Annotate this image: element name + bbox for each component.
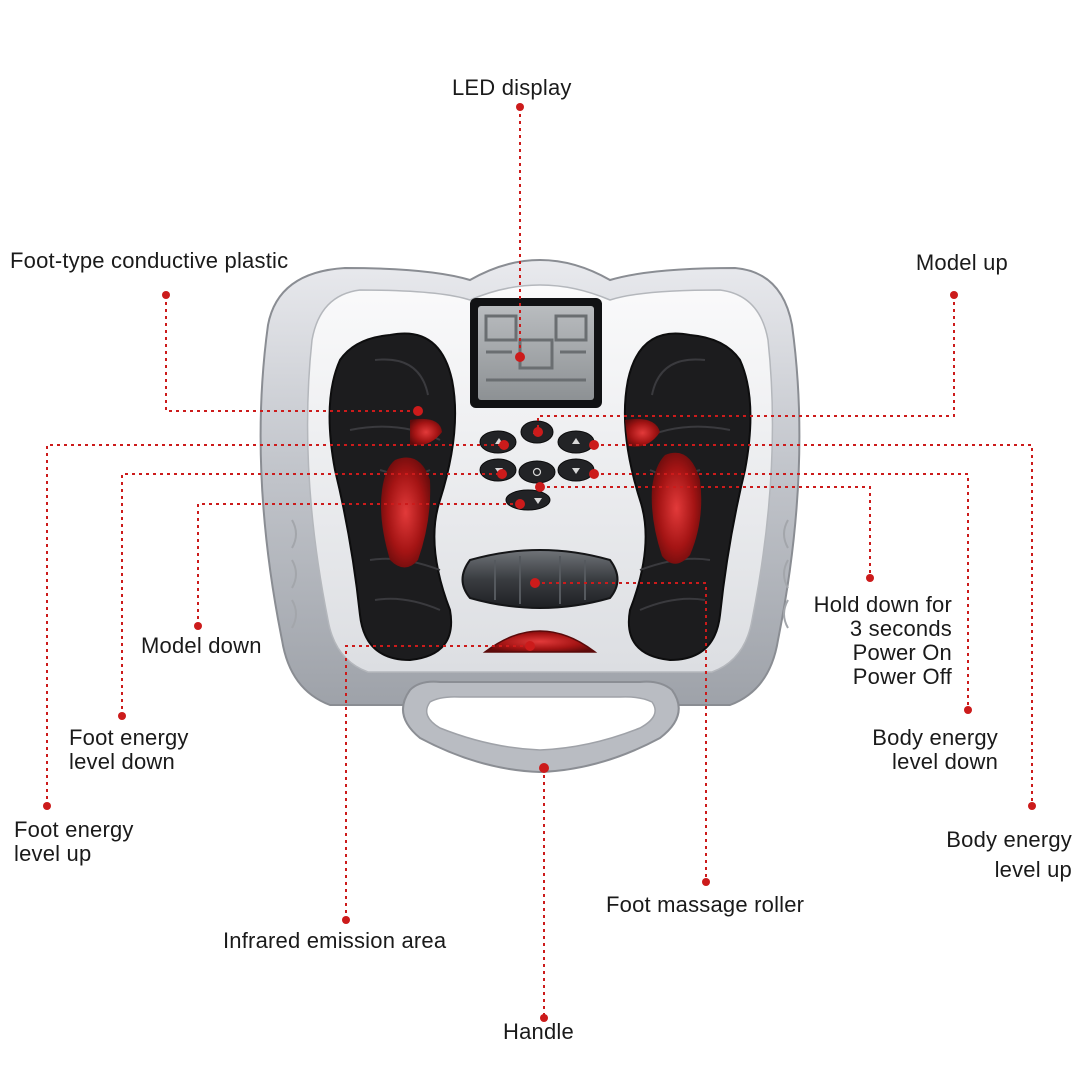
- callout-dot: [162, 291, 170, 299]
- power-icon: [532, 467, 542, 477]
- model-down-button[interactable]: [505, 489, 551, 511]
- callout-dot: [533, 427, 543, 437]
- callout-dot: [525, 641, 535, 651]
- hold-power-leader: [540, 486, 871, 578]
- label-foot-energy-up: Foot energy level up: [14, 817, 134, 866]
- callout-dot: [866, 574, 874, 582]
- label-infrared-area: Infrared emission area: [223, 928, 447, 953]
- label-model-down: Model down: [141, 633, 262, 658]
- foot-energy-up-leader: [46, 444, 504, 806]
- callout-dot: [499, 440, 509, 450]
- right-foot-pad: [623, 332, 752, 662]
- infrared-emission-area: [482, 630, 598, 653]
- callout-dot: [702, 878, 710, 886]
- model-down-leader: [197, 503, 520, 626]
- left-foot-pad: [328, 332, 457, 662]
- label-foot-energy-down: Foot energy level down: [69, 725, 189, 774]
- callout-dot: [515, 499, 525, 509]
- triangle-down-icon: [572, 468, 580, 474]
- foot-massage-roller: [461, 549, 619, 609]
- callout-dot: [515, 352, 525, 362]
- left-reflex-zone: [381, 457, 431, 568]
- callout-dot: [964, 706, 972, 714]
- device-handle: [401, 680, 680, 774]
- label-model-up: Model up: [915, 250, 1008, 275]
- callout-dot: [950, 291, 958, 299]
- callout-dot: [535, 482, 545, 492]
- label-foot-type-plastic: Foot-type conductive plastic: [10, 248, 289, 273]
- side-grip-right: [783, 519, 789, 629]
- label-body-energy-down: Body energy level down: [872, 725, 998, 774]
- model-up-leader: [537, 295, 955, 432]
- side-grip-left: [291, 519, 297, 629]
- callout-dot: [530, 578, 540, 588]
- callout-dot: [589, 440, 599, 450]
- callout-dot: [516, 103, 524, 111]
- triangle-up-icon: [572, 438, 580, 444]
- callout-lines: [46, 107, 1033, 1018]
- callout-dot: [413, 406, 423, 416]
- right-reflex-zone: [651, 452, 702, 564]
- body-energy-down-leader: [594, 473, 969, 710]
- callout-dot: [539, 763, 549, 773]
- led-display: [470, 298, 602, 408]
- label-handle: Handle: [503, 1019, 574, 1044]
- label-hold-power: Hold down for 3 seconds Power On Power O…: [813, 592, 952, 689]
- callout-dot: [589, 469, 599, 479]
- callout-dot: [194, 622, 202, 630]
- callout-dot: [118, 712, 126, 720]
- label-body-energy-up: Body energy level up: [946, 827, 1072, 882]
- callout-dot: [540, 1014, 548, 1022]
- callout-dot: [1028, 802, 1036, 810]
- foot-roller-leader: [535, 582, 707, 882]
- power-button[interactable]: [518, 460, 556, 484]
- callout-dot: [342, 916, 350, 924]
- callout-dot: [497, 469, 507, 479]
- foot-massager-device: [259, 259, 801, 774]
- label-foot-roller: Foot massage roller: [606, 892, 805, 917]
- label-led-display: LED display: [452, 75, 572, 100]
- callout-dot: [43, 802, 51, 810]
- infrared-leader: [345, 645, 530, 920]
- triangle-down-icon: [534, 498, 542, 504]
- callout-dots: [43, 103, 1036, 1022]
